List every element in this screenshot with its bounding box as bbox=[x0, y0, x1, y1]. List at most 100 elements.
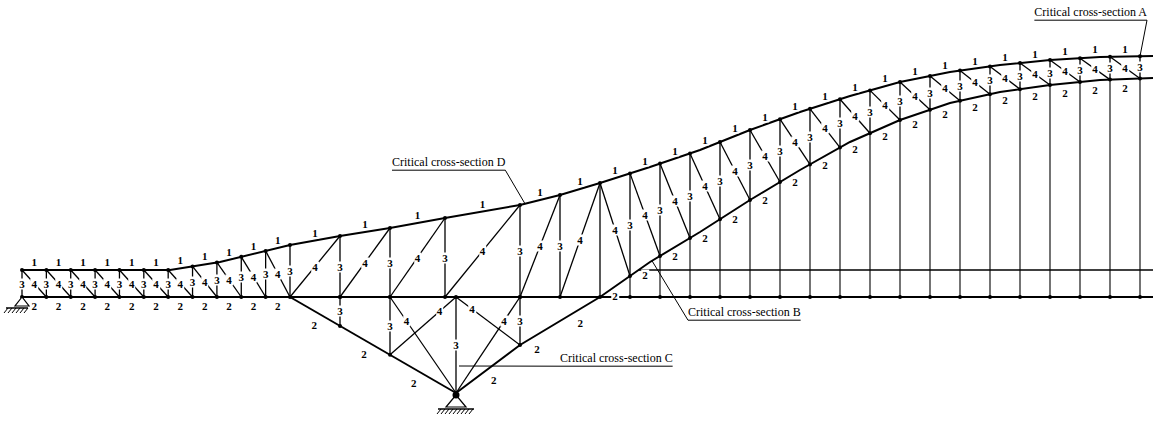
member-number: 2 bbox=[611, 290, 619, 301]
member-number: 4 bbox=[1001, 72, 1009, 83]
member-number: 4 bbox=[1031, 69, 1039, 80]
hanger bbox=[929, 110, 930, 297]
member-number: 4 bbox=[1061, 66, 1069, 77]
ground-hatch bbox=[449, 409, 453, 414]
leader-underline bbox=[392, 170, 505, 171]
member-number: 4 bbox=[701, 181, 709, 192]
joint-dot bbox=[443, 295, 447, 299]
hanger bbox=[1019, 89, 1020, 297]
member-number: 4 bbox=[536, 241, 544, 252]
joint-dot bbox=[239, 255, 243, 259]
member-number: 2 bbox=[177, 301, 185, 312]
joint-dot bbox=[808, 162, 812, 166]
member-number: 4 bbox=[403, 316, 411, 327]
member-number: 2 bbox=[201, 301, 209, 312]
joint-dot bbox=[142, 295, 146, 299]
joint-dot bbox=[718, 295, 722, 299]
member-number: 1 bbox=[250, 240, 258, 251]
member-number: 1 bbox=[536, 187, 544, 198]
member-number: 1 bbox=[1121, 43, 1129, 54]
member-number: 3 bbox=[776, 145, 784, 156]
joint-dot bbox=[1018, 295, 1022, 299]
joint-dot bbox=[215, 260, 219, 264]
ground-hatch bbox=[4, 308, 8, 313]
joint-dot bbox=[898, 80, 902, 84]
member-number: 4 bbox=[274, 268, 282, 279]
joint-dot bbox=[518, 295, 522, 299]
joint-dot bbox=[898, 118, 902, 122]
joint-dot bbox=[1078, 295, 1082, 299]
hanger bbox=[809, 164, 810, 297]
joint-dot bbox=[1048, 295, 1052, 299]
joint-dot bbox=[958, 99, 962, 103]
member-number: 4 bbox=[361, 257, 369, 268]
joint-dot bbox=[117, 295, 121, 299]
member-number: 3 bbox=[516, 316, 524, 327]
member-number: 3 bbox=[746, 160, 754, 171]
member-number: 1 bbox=[361, 219, 369, 230]
joint-dot bbox=[20, 268, 24, 272]
member-number: 2 bbox=[911, 118, 919, 129]
joint-dot bbox=[988, 64, 992, 68]
section-label: Critical cross-section C bbox=[560, 352, 673, 365]
member-number: 4 bbox=[791, 136, 799, 147]
joint-dot bbox=[748, 128, 752, 132]
member-number: 3 bbox=[626, 219, 634, 230]
member-number: 4 bbox=[79, 278, 87, 289]
section-label: Critical cross-section D bbox=[392, 156, 505, 169]
hanger bbox=[659, 256, 660, 297]
hanger bbox=[779, 182, 780, 297]
member-number: 3 bbox=[1046, 67, 1054, 78]
member-number: 3 bbox=[18, 278, 26, 289]
joint-dot bbox=[117, 268, 121, 272]
joint-dot bbox=[658, 295, 662, 299]
member-number: 1 bbox=[761, 111, 769, 122]
member-number: 4 bbox=[761, 151, 769, 162]
member-number: 4 bbox=[1091, 63, 1099, 74]
joint-dot bbox=[1108, 295, 1112, 299]
member-number: 1 bbox=[611, 165, 619, 176]
member-number: 4 bbox=[611, 224, 619, 235]
web-members bbox=[22, 56, 1140, 393]
joint-dot bbox=[1108, 78, 1112, 82]
member-number: 3 bbox=[1136, 62, 1144, 73]
member-number: 2 bbox=[274, 301, 282, 312]
member-number: 1 bbox=[274, 234, 282, 245]
joint-dot bbox=[928, 108, 932, 112]
member-number: 3 bbox=[656, 204, 664, 215]
member-number: 4 bbox=[500, 316, 508, 327]
leader-line bbox=[459, 366, 560, 367]
member-number: 2 bbox=[490, 375, 498, 386]
diagonal-member bbox=[390, 218, 445, 297]
member-number: 3 bbox=[213, 274, 221, 285]
joint-dot bbox=[44, 268, 48, 272]
member-number: 4 bbox=[30, 278, 38, 289]
joint-dot bbox=[93, 268, 97, 272]
chord-members bbox=[22, 56, 1153, 393]
ground-hatch bbox=[453, 409, 457, 414]
joint-dot bbox=[454, 295, 458, 299]
member-number: 4 bbox=[201, 276, 209, 287]
arch-lower-chord bbox=[456, 78, 1153, 393]
joint-dot bbox=[898, 295, 902, 299]
member-number: 2 bbox=[851, 143, 859, 154]
member-number: 4 bbox=[250, 271, 258, 282]
member-number: 3 bbox=[686, 190, 694, 201]
diagonal-member bbox=[520, 195, 560, 297]
member-number: 3 bbox=[441, 252, 449, 263]
ground-hatch bbox=[441, 409, 445, 414]
member-number: 1 bbox=[821, 91, 829, 102]
joint-dot bbox=[1138, 295, 1142, 299]
diagonal-member bbox=[456, 297, 520, 345]
joint-dot bbox=[518, 203, 522, 207]
member-number: 3 bbox=[866, 106, 874, 117]
member-number: 1 bbox=[1091, 44, 1099, 55]
member-number: 1 bbox=[479, 198, 487, 209]
joint-dot bbox=[1078, 56, 1082, 60]
joint-dot bbox=[958, 295, 962, 299]
member-number: 3 bbox=[140, 278, 148, 289]
joint-dot bbox=[658, 254, 662, 258]
member-number: 3 bbox=[262, 268, 270, 279]
member-number: 3 bbox=[43, 278, 51, 289]
member-number: 2 bbox=[533, 344, 541, 355]
